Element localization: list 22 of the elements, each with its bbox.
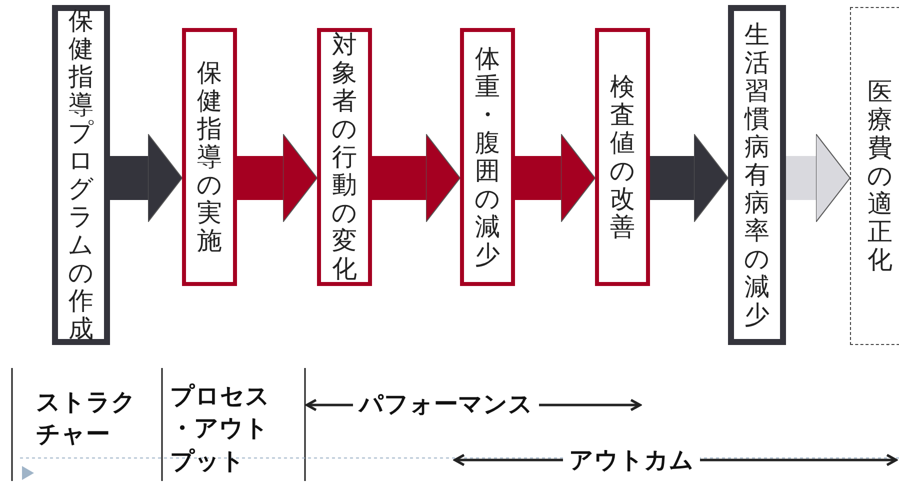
box-label: 生活習慣病有病率の減少 bbox=[744, 21, 770, 329]
process-box bbox=[728, 5, 786, 345]
box-label: 保健指導プログラムの作成 bbox=[68, 7, 94, 343]
block-arrow bbox=[515, 134, 596, 222]
box-label: 対象者の行動の変化 bbox=[332, 31, 358, 283]
box-label: 医療費の適正化 bbox=[867, 78, 893, 274]
stage-label: ストラクチャー bbox=[36, 387, 137, 450]
process-box bbox=[317, 28, 372, 286]
process-box bbox=[850, 7, 899, 345]
process-box bbox=[595, 28, 650, 286]
block-arrow bbox=[650, 134, 728, 222]
process-box bbox=[52, 5, 110, 345]
box-label: 検査値の改善 bbox=[610, 73, 636, 241]
process-box bbox=[460, 28, 515, 286]
block-arrow bbox=[372, 134, 460, 222]
block-arrow bbox=[786, 134, 850, 222]
box-label: 保健指導の実施 bbox=[196, 59, 222, 255]
box-label: 体重・腹囲の減少 bbox=[474, 45, 500, 269]
block-arrow bbox=[237, 134, 318, 222]
process-box bbox=[182, 28, 237, 286]
block-arrow bbox=[110, 134, 182, 222]
stage-label: プロセス・アウトプット bbox=[170, 381, 271, 477]
